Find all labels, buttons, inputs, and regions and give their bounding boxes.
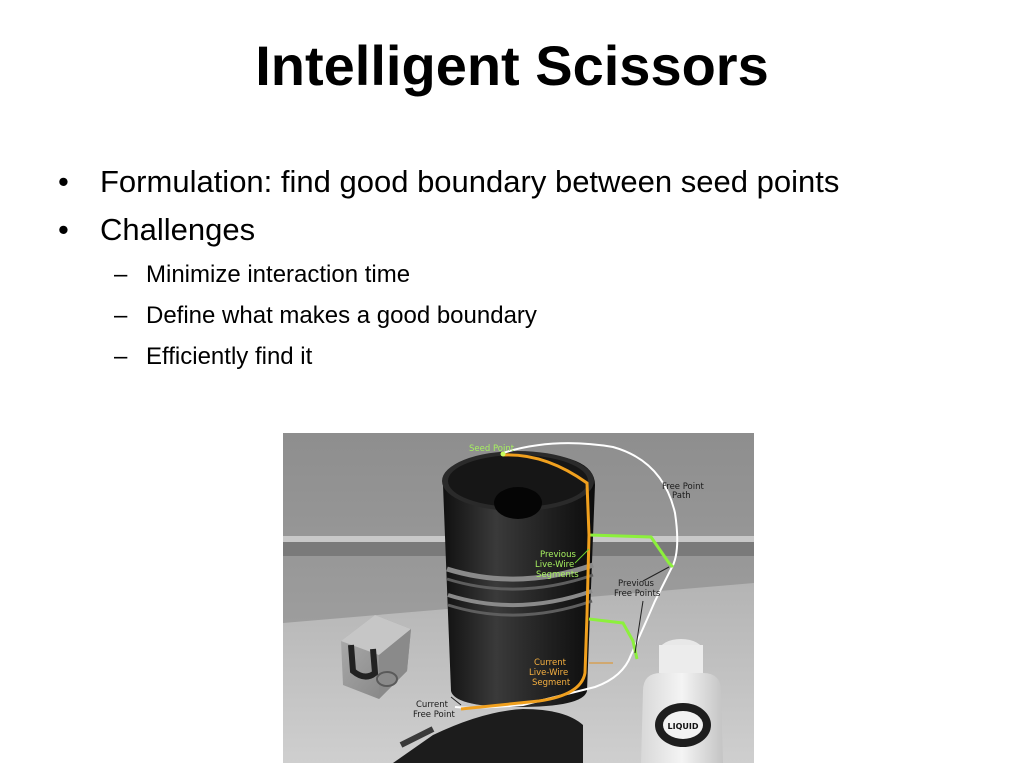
pointer-line xyxy=(642,566,670,582)
label-previous-live-wire: Previous xyxy=(540,550,576,560)
sub-bullet-marker: – xyxy=(114,302,128,329)
bullet-marker: • xyxy=(58,164,69,199)
sub-bullet-item: – Efficiently find it xyxy=(58,336,998,377)
label-current-live-wire: Segment xyxy=(532,678,571,688)
sub-bullet-marker: – xyxy=(114,343,128,370)
bullet-list: • Formulation: find good boundary betwee… xyxy=(58,158,998,377)
label-previous-live-wire: Live-Wire xyxy=(535,560,574,570)
sub-bullet-text: Efficiently find it xyxy=(146,343,313,370)
pocket-knife xyxy=(393,709,583,763)
sub-bullet-marker: – xyxy=(114,261,128,288)
seed-point-marker xyxy=(500,451,506,457)
label-seed-point: Seed Point xyxy=(469,444,515,454)
bullet-marker: • xyxy=(58,212,69,247)
black-canister xyxy=(442,451,595,707)
label-free-point-path: Path xyxy=(672,491,691,501)
bullet-text: Formulation: find good boundary between … xyxy=(100,164,840,199)
label-current-live-wire: Current xyxy=(534,658,567,668)
label-current-free-point: Free Point xyxy=(413,710,456,720)
bullet-text: Challenges xyxy=(100,212,256,247)
label-current-live-wire: Live-Wire xyxy=(529,668,568,678)
sub-bullet-text: Define what makes a good boundary xyxy=(146,302,537,329)
label-previous-free-points: Previous xyxy=(618,579,654,589)
sub-bullet-text: Minimize interaction time xyxy=(146,261,411,288)
label-current-free-point: Current xyxy=(416,700,449,710)
label-previous-live-wire: Segments xyxy=(536,570,579,580)
sub-bullet-item: – Minimize interaction time xyxy=(58,254,998,295)
pointer-line xyxy=(574,548,590,564)
label-free-point-path: Free Point xyxy=(662,482,705,492)
current-live-wire-segment xyxy=(460,453,591,711)
label-previous-free-points: Free Points xyxy=(614,589,661,599)
liquid-paper-bottle: LIQUID xyxy=(641,639,723,763)
pointer-line xyxy=(450,696,462,706)
intelligent-scissors-photo: LIQUID Seed Point Free Point Path Previo… xyxy=(283,433,754,763)
photo-illustration: LIQUID Seed Point Free Point Path Previo… xyxy=(283,433,754,763)
slide-title: Intelligent Scissors xyxy=(255,34,769,97)
svg-text:LIQUID: LIQUID xyxy=(668,722,699,731)
sub-bullet-item: – Define what makes a good boundary xyxy=(58,295,998,336)
letter-block xyxy=(341,615,411,699)
bullet-item: • Formulation: find good boundary betwee… xyxy=(58,158,998,206)
pointer-line xyxy=(634,600,644,654)
bullet-item: • Challenges xyxy=(58,206,998,254)
